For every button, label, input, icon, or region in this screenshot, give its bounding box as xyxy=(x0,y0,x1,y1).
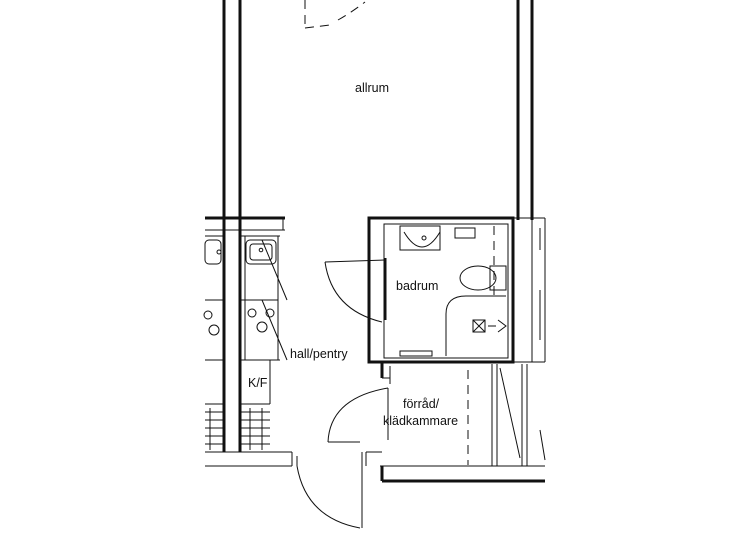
label-badrum: badrum xyxy=(396,279,438,293)
label-hall-pentry: hall/pentry xyxy=(290,347,348,361)
badrum-walls xyxy=(367,216,515,364)
bottom-wall xyxy=(205,451,545,483)
cabinet-hatching xyxy=(205,408,270,450)
label-forrad-line2: klädkammare xyxy=(383,414,458,428)
sink-icon xyxy=(204,239,277,265)
pentry-counter xyxy=(205,216,288,405)
entrance-door xyxy=(296,465,363,529)
allrum-walls xyxy=(222,0,534,452)
bathroom-fixtures xyxy=(399,225,507,357)
forrad-door xyxy=(327,387,389,443)
allrum-door-swing xyxy=(304,0,366,29)
forrad-walls xyxy=(380,362,546,466)
label-kf: K/F xyxy=(248,376,268,390)
label-allrum: allrum xyxy=(355,81,389,95)
badrum-door xyxy=(324,259,386,323)
stove-icon xyxy=(203,308,275,336)
label-forrad-line1: förråd/ xyxy=(403,397,440,411)
right-walls xyxy=(514,217,546,363)
